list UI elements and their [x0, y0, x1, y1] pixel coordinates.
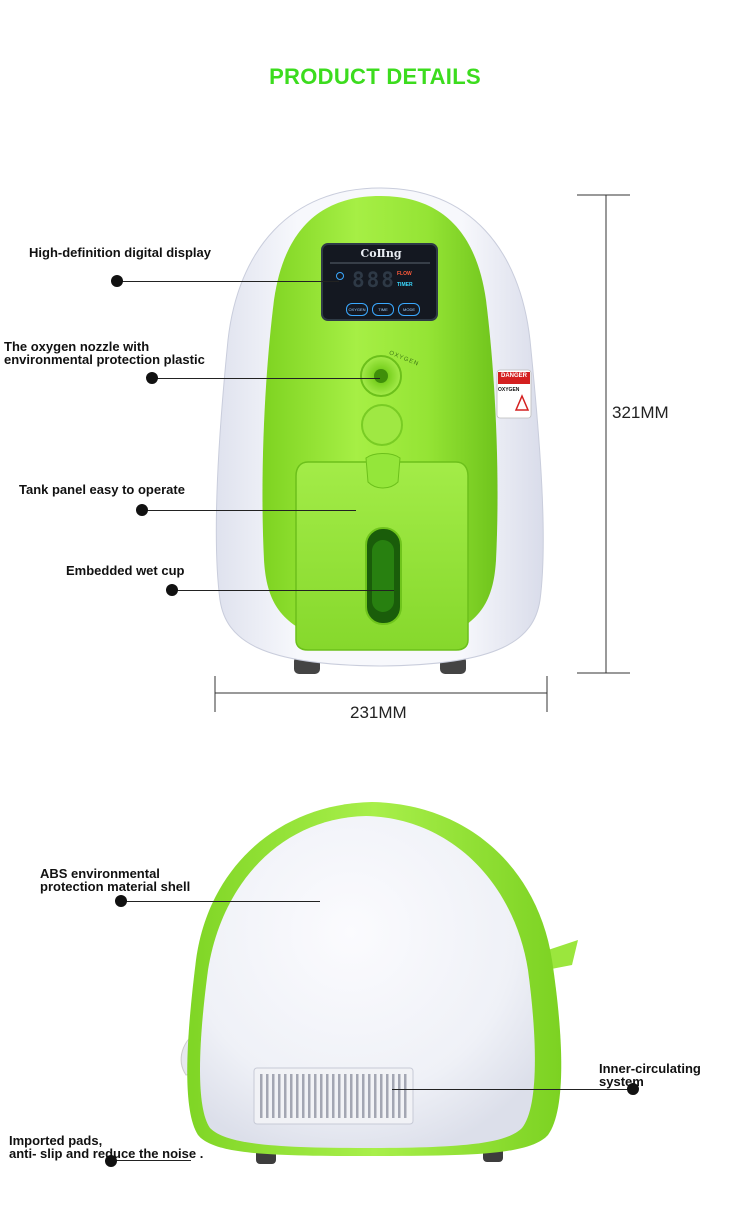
leader-digital-display: [117, 281, 339, 282]
marker-digital-display: [111, 275, 123, 287]
leader-wet-cup: [172, 590, 394, 591]
callout-abs-shell: ABS environmental protection material sh…: [40, 866, 191, 894]
warning-header: DANGER: [500, 373, 527, 379]
vent-slot: [398, 1074, 401, 1118]
callout-tank-panel: Tank panel easy to operate: [19, 482, 185, 497]
callout-wet-cup: Embedded wet cup: [66, 563, 185, 578]
dimension-height: 321MM: [612, 403, 669, 422]
vent-slot: [272, 1074, 275, 1118]
dimension-width: 231MM: [350, 703, 407, 722]
vent-slot: [284, 1074, 287, 1118]
leader-oxygen-nozzle: [152, 378, 380, 379]
marker-oxygen-nozzle: [146, 372, 158, 384]
device-button-mode: MODE: [398, 303, 420, 316]
display-indicator-timer: TIMER: [397, 282, 413, 288]
vent-slot: [368, 1074, 371, 1118]
marker-tank-panel: [136, 504, 148, 516]
vent-slot: [344, 1074, 347, 1118]
vent-slot: [362, 1074, 365, 1118]
vent-slot: [332, 1074, 335, 1118]
vent-slot: [356, 1074, 359, 1118]
vent-slot: [296, 1074, 299, 1118]
leader-abs-shell: [121, 901, 320, 902]
vent-slot: [392, 1074, 395, 1118]
display-digits: 888: [352, 268, 396, 292]
vent-slot: [350, 1074, 353, 1118]
warning-body: OXYGEN: [498, 387, 520, 393]
vent-slot: [278, 1074, 281, 1118]
vent-slot: [314, 1074, 317, 1118]
vent-slot: [404, 1074, 407, 1118]
callout-oxygen-nozzle: The oxygen nozzle with environmental pro…: [4, 339, 205, 367]
leader-inner-circulating: [392, 1089, 633, 1090]
device-button-time: TIME: [372, 303, 394, 316]
vent-slot: [308, 1074, 311, 1118]
display-indicator-flow: FLOW: [397, 271, 412, 277]
page-title: PRODUCT DETAILS: [269, 64, 481, 89]
vent-slot: [320, 1074, 323, 1118]
vent-slot: [302, 1074, 305, 1118]
callout-digital-display: High-definition digital display: [29, 245, 211, 260]
leader-tank-panel: [142, 510, 356, 511]
vent-slot: [260, 1074, 263, 1118]
callout-imported-pads: Imported pads, anti- slip and reduce the…: [9, 1133, 204, 1161]
vent-slot: [290, 1074, 293, 1118]
brand-logo: CoⅡng: [360, 247, 402, 260]
vent-slot: [386, 1074, 389, 1118]
marker-wet-cup: [166, 584, 178, 596]
back-device-illustration: [180, 802, 578, 1164]
device-button-oxygen: OXYGEN: [346, 303, 368, 316]
vent-slot: [374, 1074, 377, 1118]
vent-slot: [326, 1074, 329, 1118]
leader-imported-pads: [111, 1160, 191, 1161]
front-device-illustration: [214, 187, 630, 712]
round-button: [361, 404, 403, 446]
marker-imported-pads: [105, 1155, 117, 1167]
vent-slot: [266, 1074, 269, 1118]
marker-abs-shell: [115, 895, 127, 907]
marker-inner-circulating: [627, 1083, 639, 1095]
callout-inner-circulating: Inner-circulating system: [599, 1061, 701, 1089]
display-led-icon: [336, 272, 344, 280]
vent-slot: [338, 1074, 341, 1118]
vent-slot: [380, 1074, 383, 1118]
